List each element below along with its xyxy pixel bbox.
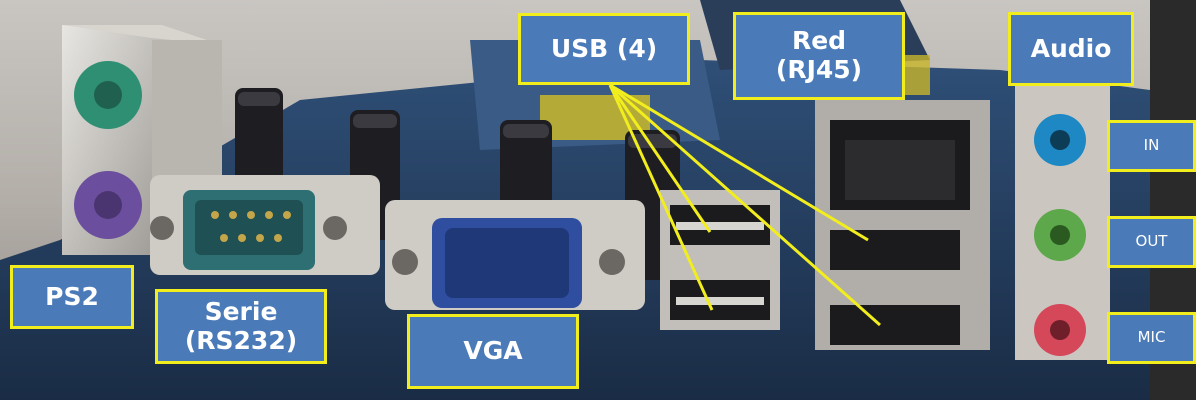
audio-out-label: OUT	[1107, 216, 1196, 268]
serial-port-label: Serie (RS232)	[155, 289, 327, 364]
audio-label: Audio	[1008, 12, 1134, 86]
vga-label: VGA	[407, 314, 579, 389]
usb-label: USB (4)	[518, 13, 690, 85]
audio-mic-label: MIC	[1107, 312, 1196, 364]
audio-in-label: IN	[1107, 120, 1196, 172]
ps2-label: PS2	[10, 265, 134, 329]
usb-pointer-lines	[608, 83, 881, 327]
lan-label: Red (RJ45)	[733, 12, 905, 100]
